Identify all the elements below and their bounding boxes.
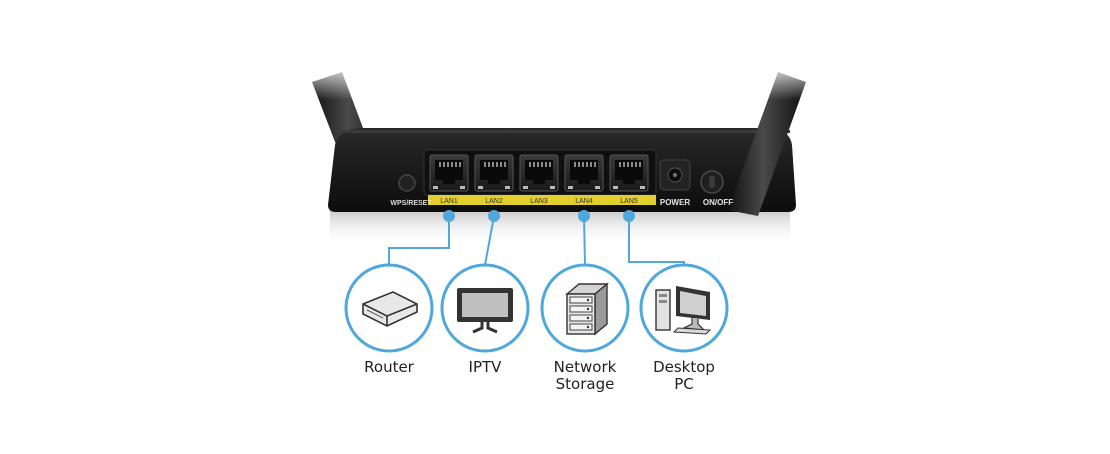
port-label-lan5: LAN5 [620, 198, 638, 205]
port-label-lan1: LAN1 [440, 198, 458, 205]
port-label-lan2: LAN2 [485, 198, 503, 205]
link-lan4 [583, 215, 586, 266]
device-label-line: Desktop [653, 358, 715, 376]
port-lan1[interactable] [429, 154, 469, 192]
port-label-lan3: LAN3 [530, 198, 548, 205]
device-label-line: PC [674, 375, 694, 393]
right-antenna [728, 60, 820, 216]
desktop-pc-icon [655, 286, 712, 335]
device-3 [540, 263, 630, 353]
device-4 [639, 263, 729, 353]
port-lan3[interactable] [519, 154, 559, 192]
port-dot-lan2 [488, 210, 500, 222]
device-label-line: Router [364, 358, 414, 376]
link-lan2 [484, 215, 495, 266]
device-label-line: Storage [555, 375, 615, 393]
wps-reset-label: WPS/RESET [390, 200, 432, 207]
device-label-line: Network [553, 358, 617, 376]
nas-icon [565, 282, 609, 336]
port-dot-lan4 [578, 210, 590, 222]
wps-reset-button[interactable] [398, 174, 416, 192]
port-lan4[interactable] [564, 154, 604, 192]
device-label-line: IPTV [468, 358, 502, 376]
port-dot-lan5 [623, 210, 635, 222]
tv-icon [457, 288, 513, 334]
port-lan5[interactable] [609, 154, 649, 192]
on-off-label: ON/OFF [703, 198, 733, 207]
router-reflection [330, 210, 790, 246]
device-label-1: Router [309, 359, 469, 376]
device-2 [440, 263, 530, 353]
port-label-lan4: LAN4 [575, 198, 593, 205]
devices [344, 263, 729, 353]
port-dot-lan1 [443, 210, 455, 222]
port-strip [428, 195, 656, 205]
lan-ports: LAN1 LAN2 LAN3 LAN4 LAN5 [429, 154, 649, 205]
power-label: POWER [660, 198, 690, 207]
router-icon [362, 291, 418, 327]
device-label-2: IPTV [405, 359, 565, 376]
device-1 [344, 263, 434, 353]
port-lan2[interactable] [474, 154, 514, 192]
link-lan1 [388, 216, 450, 265]
